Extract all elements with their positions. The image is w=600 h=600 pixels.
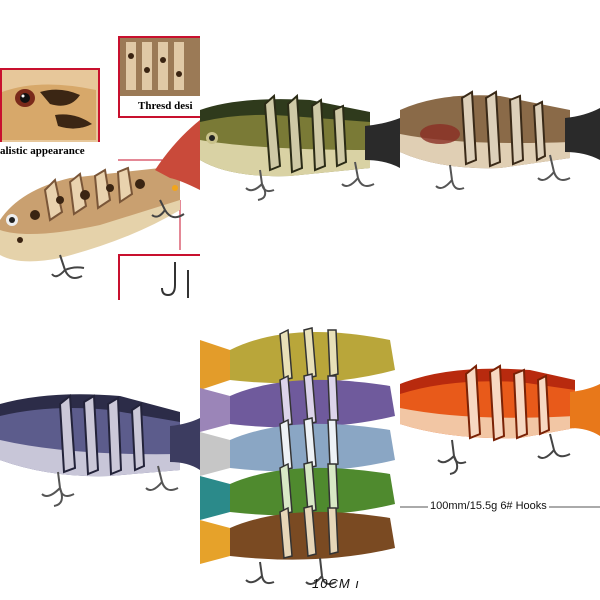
spec-label-size-weight-hooks: 100mm/15.5g 6# Hooks: [428, 500, 549, 512]
tile-five-lure-assortment: 10CM ı: [200, 300, 400, 600]
size-label-10cm: 10CM ı: [312, 576, 360, 591]
tile-realistic-lure-collage: Thresd desi alistic appearance: [0, 0, 200, 300]
lure-illustration-olive: [200, 93, 400, 201]
lure-illustration-purple: [0, 394, 200, 507]
tile-purple-lure: [0, 300, 200, 600]
callout-thread-design: Thresd desi: [138, 100, 193, 112]
lure-illustration-brown: [0, 36, 200, 300]
lure-assortment-illustration: [200, 327, 395, 585]
tile-olive-lure: [200, 0, 400, 300]
lure-illustration-brown-red: [400, 90, 600, 190]
callout-realistic-appearance: alistic appearance: [0, 145, 85, 157]
lure-illustration-orange: [400, 364, 600, 508]
tile-orange-lure: 100mm/15.5g 6# Hooks: [400, 300, 600, 600]
tile-brown-lure: [400, 0, 600, 300]
